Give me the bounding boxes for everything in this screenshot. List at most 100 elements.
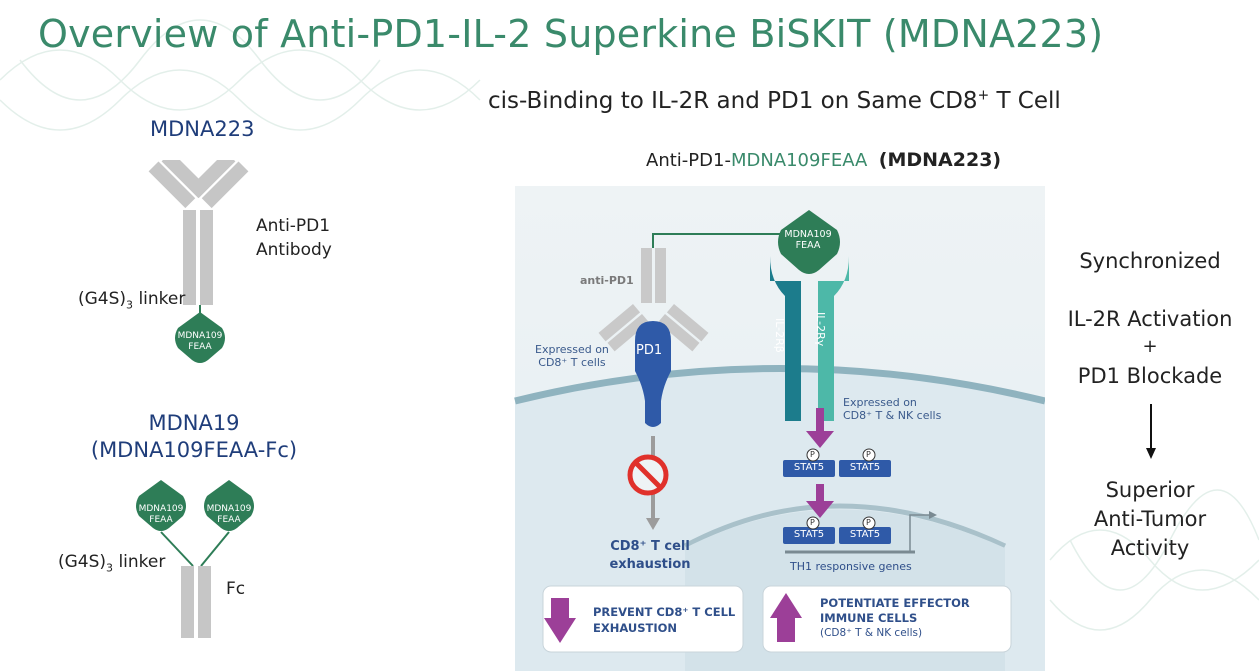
transcription-arrowhead [929, 511, 937, 519]
expressed-il2r-label: Expressed on CD8⁺ T & NK cells [843, 396, 941, 422]
mdna19-cytokine-right-icon [204, 480, 254, 531]
linker-sub: 3 [126, 298, 134, 312]
exhaustion-arrowhead [646, 518, 660, 530]
signal-arrow-2-shaft [816, 484, 824, 504]
expressed-line1: Expressed on [535, 343, 609, 356]
mdna223-structure [148, 160, 249, 363]
mdna223-cytokine-icon [175, 312, 225, 363]
mdna19-heading-line2: (MDNA109FEAA-Fc) [90, 438, 298, 462]
phospho-label-1: P [810, 450, 815, 459]
linker-sub: 3 [106, 561, 114, 575]
linker-text: (G4S) [78, 289, 127, 309]
superior-outcome-label: Superior Anti-Tumor Activity [1050, 476, 1250, 563]
transcription-arrow [909, 514, 930, 552]
signal-arrow-1-head [806, 431, 834, 448]
mdna19-linker-label: (G4S)3 linker [58, 552, 165, 574]
mdna19-structure [136, 480, 254, 638]
stat5-label-4: STAT5 [849, 529, 881, 540]
anti-pd1-arm-left-inner [607, 314, 650, 352]
mdna19-linker-right [200, 531, 230, 567]
phospho-circle-4 [862, 516, 876, 530]
anti-pd1-stem-left [641, 248, 652, 303]
diagram-cytokine-icon [778, 210, 840, 274]
subtitle-main: cis-Binding to IL-2R and PD1 on Same CD8 [488, 88, 978, 114]
diagram-cytokine-label: MDNA109 FEAA [776, 229, 840, 251]
expressed-line1: Expressed on [843, 396, 917, 409]
cytokine-line1: MDNA109 [784, 229, 832, 240]
subtitle: cis-Binding to IL-2R and PD1 on Same CD8… [488, 88, 1061, 114]
box2-line2: IMMUNE CELLS [820, 611, 918, 625]
antibody-stem-left [183, 210, 196, 305]
linker-tail: linker [133, 289, 186, 309]
header-bold: (MDNA223) [878, 149, 1002, 171]
phospho-circle-1 [806, 448, 820, 462]
th1-label: TH1 responsive genes [790, 560, 912, 573]
down-arrow-shaft [551, 598, 569, 620]
exhaustion-line2: exhaustion [609, 557, 691, 572]
stat5-box-1 [783, 460, 835, 477]
fc-label: Fc [226, 579, 246, 599]
stat5-box-3 [783, 527, 835, 544]
il2rb-label: IL-2Rβ [773, 318, 786, 353]
box1-line1: PREVENT CD8⁺ T CELL [593, 605, 736, 619]
cytokine-line2: FEAA [188, 342, 212, 352]
stat5-label-3: STAT5 [793, 529, 825, 540]
phospho-circle-2 [862, 448, 876, 462]
down-arrow-right-icon [1146, 404, 1156, 459]
mdna223-linker-label: (G4S)3 linker [78, 289, 185, 311]
antibody-arm-right-inner [201, 161, 249, 209]
il2rb-chain [770, 256, 801, 421]
stat5-label-2: STAT5 [849, 462, 881, 473]
prevent-box-text: PREVENT CD8⁺ T CELL EXHAUSTION [593, 604, 735, 636]
signal-arrow-1-shaft [816, 408, 824, 434]
fc-stem-left [181, 566, 194, 638]
antibody-label-line1: Anti-PD1 [256, 216, 331, 236]
page-title: Overview of Anti-PD1-IL-2 Superkine BiSK… [38, 12, 1104, 56]
antibody-cytokine-linker [652, 233, 783, 248]
linker-tail: linker [113, 552, 166, 572]
header-prefix: Anti-PD1- [646, 150, 731, 171]
nucleus-membrane [683, 503, 1007, 549]
subtitle-sup: + [977, 87, 990, 104]
phospho-label-3: P [810, 518, 815, 527]
anti-pd1-label: anti-PD1 [580, 274, 634, 287]
mdna19-linker-left [160, 531, 194, 567]
antibody-arm-left [148, 161, 196, 209]
anti-pd1-arm-left [598, 304, 641, 342]
exhaustion-line1: CD8⁺ T cell [610, 539, 690, 554]
subtitle-tail: T Cell [989, 88, 1061, 114]
mdna19-cytokine-left-label: MDNA109 FEAA [131, 504, 191, 526]
antibody-label-line2: Antibody [256, 240, 332, 260]
stat5-box-4 [839, 527, 891, 544]
header-green: MDNA109FEAA [730, 150, 868, 171]
stat5-box-2 [839, 460, 891, 477]
blocked-slash [634, 461, 662, 489]
outcome-line3: Activity [1110, 536, 1190, 560]
il2rg-chain [818, 256, 849, 421]
mdna19-heading: MDNA19 (MDNA109FEAA-Fc) [84, 410, 304, 464]
mdna223-heading: MDNA223 [150, 117, 255, 141]
cell-membrane [514, 365, 1045, 405]
box2-line1: POTENTIATE EFFECTOR [820, 596, 970, 610]
box2-line3: (CD8⁺ T & NK cells) [820, 627, 923, 639]
cytokine-line1: MDNA109 [206, 504, 252, 514]
cytokine-line2: FEAA [795, 240, 821, 251]
mdna19-cytokine-right-label: MDNA109 FEAA [199, 504, 259, 526]
mdna223-cytokine-label: MDNA109 FEAA [170, 331, 230, 353]
potentiate-box [762, 585, 1012, 653]
cytokine-line1: MDNA109 [138, 504, 184, 514]
mechanism-diagram [514, 186, 1045, 671]
expressed-line2: CD8⁺ T cells [538, 356, 606, 369]
cytokine-line2: FEAA [217, 515, 241, 525]
antibody-arm-right [188, 160, 236, 199]
pd1-label: PD1 [636, 343, 663, 358]
stat5-label-1: STAT5 [793, 462, 825, 473]
il2r-activation-label: IL-2R Activation [1067, 307, 1233, 331]
up-arrow-shaft [777, 616, 795, 642]
box1-line2: EXHAUSTION [593, 621, 678, 635]
potentiate-box-text: POTENTIATE EFFECTOR IMMUNE CELLS (CD8⁺ T… [820, 596, 970, 641]
down-arrow-icon [544, 618, 576, 643]
phospho-label-2: P [866, 450, 871, 459]
pd1-blockade-label: PD1 Blockade [1077, 364, 1223, 388]
